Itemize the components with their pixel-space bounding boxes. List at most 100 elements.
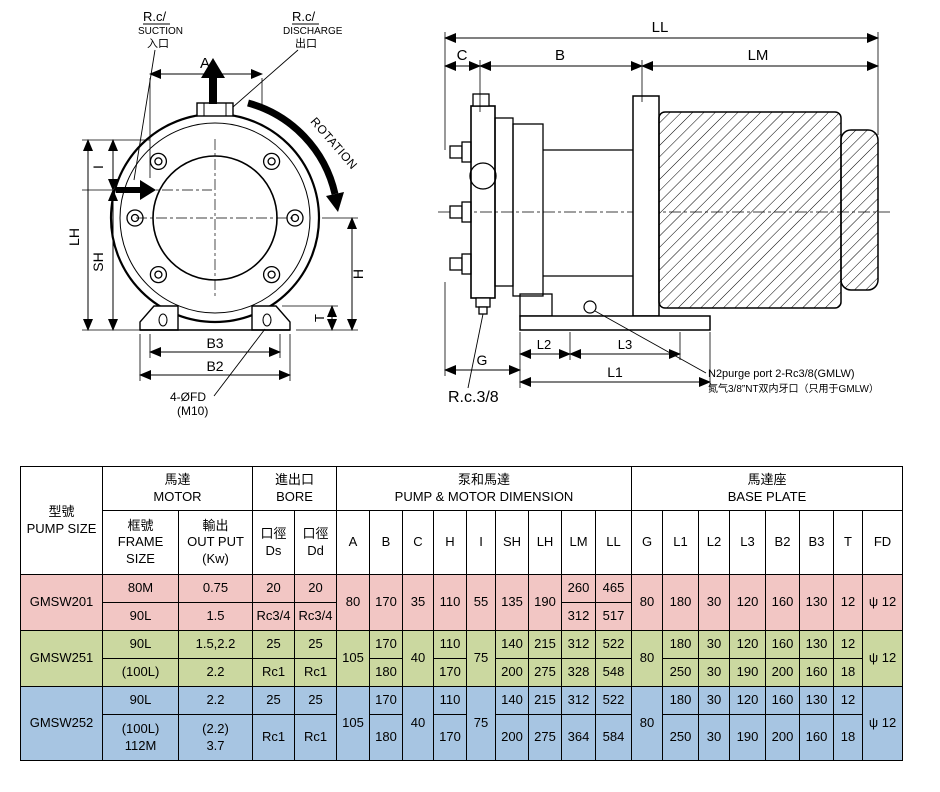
cell-ds: 20 <box>252 574 295 603</box>
cell-output: (2.2) 3.7 <box>178 714 253 761</box>
cell-L1: 180 <box>662 630 699 659</box>
cell-H: 110 <box>433 630 467 659</box>
cell-FD: ψ 12 <box>862 630 903 687</box>
col-header-LM: LM <box>561 510 596 575</box>
cell-FD: ψ 12 <box>862 686 903 761</box>
col-header-SH: SH <box>495 510 529 575</box>
cell-T: 18 <box>833 658 863 687</box>
cell-B2: 200 <box>765 714 800 761</box>
cell-LH: 275 <box>528 658 562 687</box>
cell-L1: 180 <box>662 686 699 715</box>
cell-frame: 80M <box>102 574 179 603</box>
cell-B3: 160 <box>799 714 834 761</box>
cell-T: 12 <box>833 574 863 631</box>
cell-LH: 275 <box>528 714 562 761</box>
cell-frame: 90L <box>102 630 179 659</box>
cell-frame: (100L) 112M <box>102 714 179 761</box>
col-header-B: B <box>369 510 403 575</box>
cell-L1: 180 <box>662 574 699 631</box>
table-row: GMSW251 90L 1.5,2.2 25 25 105 170 40 110… <box>20 630 903 687</box>
cell-ds: 25 <box>252 630 295 659</box>
cell-C: 35 <box>402 574 434 631</box>
cell-B2: 160 <box>765 574 800 631</box>
cell-LH: 215 <box>528 686 562 715</box>
purge-note-line2: 氮气3/8”NT双内牙口（只用于GMLW） <box>708 382 879 395</box>
cell-LM: 312 <box>561 686 596 715</box>
dim-label-g: G <box>477 352 488 368</box>
dim-label-a: A <box>200 55 210 72</box>
cell-LL: 584 <box>595 714 632 761</box>
suction-port-sublabel: SUCTION <box>138 26 183 37</box>
col-header-C: C <box>402 510 434 575</box>
front-dimension-lines <box>82 23 358 397</box>
col-header-LL: LL <box>595 510 632 575</box>
side-view-labels: LL C B LM G L2 L3 L1 R.c.3/8 N2purge por… <box>448 19 879 406</box>
pump-head-side <box>449 93 633 317</box>
cell-G: 80 <box>631 630 663 687</box>
cell-L3: 120 <box>729 686 766 715</box>
cell-output: 2.2 <box>178 686 253 715</box>
cell-I: 75 <box>466 630 496 687</box>
dim-label-sh: SH <box>90 252 106 271</box>
col-header-L3: L3 <box>729 510 766 575</box>
technical-drawings: R.c/ SUCTION 入口 R.c/ DISCHARGE 出口 A I LH… <box>66 9 890 418</box>
dim-label-i: I <box>90 165 106 169</box>
col-header-B2: B2 <box>765 510 800 575</box>
col-header-B3: B3 <box>799 510 834 575</box>
col-header-ds: 口徑 Ds <box>252 510 295 575</box>
cell-L3: 120 <box>729 630 766 659</box>
cell-LL: 548 <box>595 658 632 687</box>
cell-ds: Rc1 <box>252 714 295 761</box>
purge-port-hole <box>583 300 597 314</box>
cell-B3: 130 <box>799 630 834 659</box>
side-dimension-lines <box>444 32 879 389</box>
cell-LM: 328 <box>561 658 596 687</box>
col-header-L2: L2 <box>698 510 730 575</box>
cell-ds: Rc1 <box>252 658 295 687</box>
discharge-port-sublabel: DISCHARGE <box>283 26 343 37</box>
suction-arrow-icon <box>116 180 156 200</box>
cell-T: 12 <box>833 630 863 659</box>
cell-LM: 364 <box>561 714 596 761</box>
cell-B: 180 <box>369 714 403 761</box>
cell-dd: 20 <box>294 574 337 603</box>
cell-L2: 30 <box>698 686 730 715</box>
cell-B3: 130 <box>799 686 834 715</box>
cell-LL: 522 <box>595 630 632 659</box>
cell-dd: Rc3/4 <box>294 602 337 631</box>
table-row: (100L) 2.2 Rc1 Rc1 180 170 200 275 328 5… <box>21 658 903 687</box>
cell-H: 170 <box>433 714 467 761</box>
cell-LM: 312 <box>561 630 596 659</box>
cell-dd: Rc1 <box>294 658 337 687</box>
dim-label-l2: L2 <box>537 337 551 352</box>
cell-H: 170 <box>433 658 467 687</box>
cell-pump-size: GMSW201 <box>20 574 103 631</box>
cell-C: 40 <box>402 630 434 687</box>
cell-T: 18 <box>833 714 863 761</box>
fd-note-line2: (M10) <box>177 404 208 418</box>
cell-B: 170 <box>369 574 403 631</box>
cell-L3: 190 <box>729 658 766 687</box>
cell-L3: 190 <box>729 714 766 761</box>
col-header-bore: 進出口 BORE <box>252 466 337 511</box>
table-row: 90L 1.5 Rc3/4 Rc3/4 312 517 <box>21 602 903 631</box>
cell-ds: 25 <box>252 686 295 715</box>
col-header-base-plate: 馬達座 BASE PLATE <box>631 466 903 511</box>
cell-B2: 200 <box>765 658 800 687</box>
cell-output: 1.5,2.2 <box>178 630 253 659</box>
discharge-port-label: R.c/ <box>292 9 316 24</box>
side-view-drawing: LL C B LM G L2 L3 L1 R.c.3/8 N2purge por… <box>438 19 890 406</box>
suction-port-cn-label: 入口 <box>147 38 169 50</box>
fd-note-line1: 4-ØFD <box>170 390 206 404</box>
rotation-label: ROTATION <box>308 115 361 173</box>
cell-output: 0.75 <box>178 574 253 603</box>
front-view-drawing: R.c/ SUCTION 入口 R.c/ DISCHARGE 出口 A I LH… <box>66 9 366 418</box>
cell-B3: 160 <box>799 658 834 687</box>
cell-B: 170 <box>369 630 403 659</box>
dim-label-h: H <box>350 269 366 279</box>
flow-arrows <box>116 58 225 200</box>
cell-SH: 200 <box>495 714 529 761</box>
col-header-L1: L1 <box>662 510 699 575</box>
cell-SH: 200 <box>495 658 529 687</box>
dim-label-b: B <box>555 47 565 64</box>
